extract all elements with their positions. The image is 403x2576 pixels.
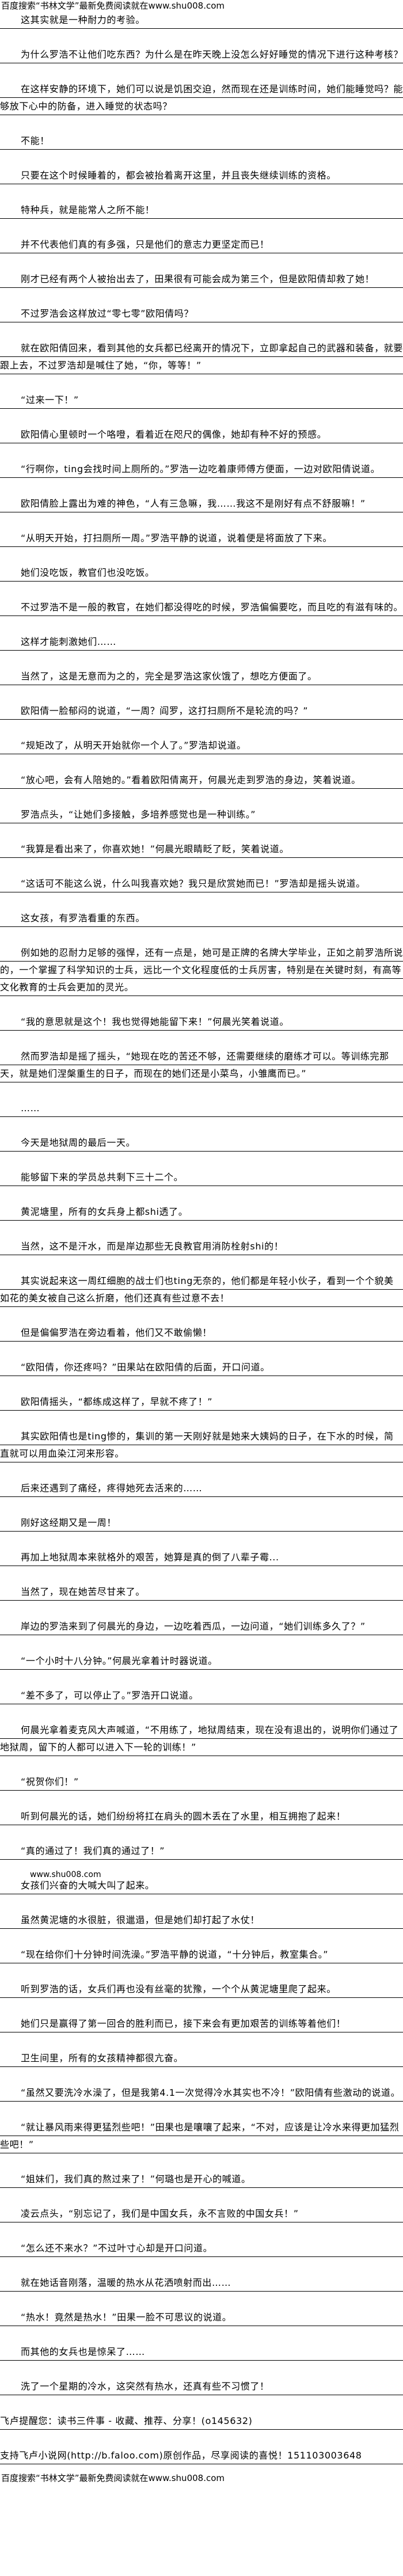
inline-watermark: www.shu008.com xyxy=(30,1870,101,1879)
paragraph: “真的通过了！我们真的通过了！” xyxy=(0,1842,403,1860)
paragraph: 欧阳倩摇头，“都练成这样了，早就不疼了！” xyxy=(0,1393,403,1411)
paragraph: 在这样安静的环境下，她们可以说是饥困交迫，然而现在还是训练时间，她们能睡觉吗？能… xyxy=(0,81,403,115)
paragraph: 当然，这不是汗水，而是岸边那些无良教官用消防栓射shi的！ xyxy=(0,1238,403,1255)
paragraph: 听到罗浩的话，女兵们再也没有丝毫的犹豫，一个个从黄泥塘里爬了起来。 xyxy=(0,1981,403,1998)
paragraph: “差不多了，可以停止了。”罗浩开口说道。 xyxy=(0,1687,403,1704)
paragraph: 而其他的女兵也是惊呆了…… xyxy=(0,2343,403,2361)
paragraph: “就让暴风雨来得更猛烈些吧！”田果也是嚷嚷了起来，“不对，应该是让冷水来得更加猛… xyxy=(0,2119,403,2153)
paragraph: 其实说起来这一周红细胞的战士们也ting无奈的，他们都是年轻小伙子，看到一个个貌… xyxy=(0,1272,403,1307)
paragraph: 然而罗浩却是摇了摇头，“她现在吃的苦还不够，还需要继续的磨练才可以。等训练完那天… xyxy=(0,1048,403,1082)
paragraph: 今天是地狱周的最后一天。 xyxy=(0,1134,403,1152)
paragraph: “一个小时十八分钟。”何晨光拿着计时器说道。 xyxy=(0,1652,403,1670)
paragraph: 欧阳倩脸上露出为难的神色，“人有三急嘛，我……我这不是刚好有点不舒服嘛！” xyxy=(0,495,403,512)
paragraph: 罗浩点头，“让她们多接触，多培养感觉也是一种训练。” xyxy=(0,806,403,823)
paragraph: “过来一下！” xyxy=(0,392,403,409)
paragraph: “祝贺你们！” xyxy=(0,1773,403,1791)
top-banner: 百度搜索“书林文学”最新免费阅读就在www.shu008.com xyxy=(1,1,225,11)
paragraph: 不能！ xyxy=(0,132,403,150)
chapter-footer: 飞卢提醒您：读书三件事 - 收藏、推荐、分享！(o145632) 支持飞卢小说网… xyxy=(0,2412,403,2464)
paragraph: 这样才能刺激她们…… xyxy=(0,633,403,651)
paragraph: 虽然黄泥塘的水很脏，很邋遢，但是她们却打起了水仗！ xyxy=(0,1912,403,1929)
footer-support-link[interactable]: 支持飞卢小说网(http://b.faloo.com)原创作品，尽享阅读的喜悦！… xyxy=(0,2447,403,2464)
paragraph: “从明天开始，打扫厕所一周。”罗浩平静的说道，说着便是将面放了下来。 xyxy=(0,530,403,547)
paragraph: 不过罗浩不是一般的教官，在她们都没得吃的时候，罗浩偏偏要吃，而且吃的有滋有味的。 xyxy=(0,599,403,616)
paragraph: 就在她话音刚落，温暖的热水从花洒喷射而出…… xyxy=(0,2274,403,2292)
paragraph: “姐妹们，我们真的熬过来了！”何璐也是开心的喊道。 xyxy=(0,2171,403,2188)
paragraph: 刚才已经有两个人被抬出去了，田果很有可能会成为第三个，但是欧阳倩却救了她！ xyxy=(0,271,403,288)
paragraph: 并不代表他们真的有多强，只是他们的意志力更坚定而已！ xyxy=(0,236,403,253)
paragraph: 凌云点头，“别忘记了，我们是中国女兵，永不言败的中国女兵！” xyxy=(0,2205,403,2222)
paragraph: 黄泥塘里，所有的女兵身上都shi透了。 xyxy=(0,1203,403,1221)
paragraph: 欧阳倩心里顿时一个咯噔，看着近在咫尺的偶像，她却有种不好的预感。 xyxy=(0,426,403,443)
paragraph: 但是偏偏罗浩在旁边看着，他们又不敢偷懒！ xyxy=(0,1324,403,1342)
paragraph: 为什么罗浩不让他们吃东西？为什么是在昨天晚上没怎么好好睡觉的情况下进行这种考核？ xyxy=(0,46,403,63)
paragraph: 欧阳倩一脸郁闷的说道，“一周？阎罗，这打扫厕所不是轮流的吗？” xyxy=(0,702,403,720)
paragraph: 她们没吃饭，教官们也没吃饭。 xyxy=(0,564,403,582)
paragraph: “行啊你，ting会找时间上厕所的。”罗浩一边吃着康师傅方便面，一边对欧阳倩说道… xyxy=(0,461,403,478)
paragraph: 就在欧阳倩回来，看到其他的女兵都已经离开的情况下，立即拿起自己的武器和装备，就要… xyxy=(0,340,403,374)
paragraph: “虽然又要洗冷水澡了，但是我第4.1一次觉得冷水其实也不冷！”欧阳倩有些激动的说… xyxy=(0,2084,403,2102)
paragraph: 听到何晨光的话，她们纷纷将扛在肩头的圆木丢在了水里，相互拥抱了起来！ xyxy=(0,1808,403,1825)
paragraph: 再加上地狱周本来就格外的艰苦，她算是真的倒了八辈子霉... xyxy=(0,1549,403,1566)
paragraph: “我算是看出来了，你喜欢她！”何晨光眼睛眨了眨，笑着说道。 xyxy=(0,841,403,858)
paragraph: “规矩改了，从明天开始就你一个人了。”罗浩却说道。 xyxy=(0,737,403,754)
paragraph: “怎么还不来水？”不过叶寸心却是开口问道。 xyxy=(0,2240,403,2257)
chapter-content: 这其实就是一种耐力的考验。为什么罗浩不让他们吃东西？为什么是在昨天晚上没怎么好好… xyxy=(0,12,403,2395)
paragraph: 这其实就是一种耐力的考验。 xyxy=(0,12,403,29)
paragraph: “热水！竟然是热水！”田果一脸不可思议的说道。 xyxy=(0,2309,403,2326)
paragraph: 岸边的罗浩来到了何晨光的身边，一边吃着西瓜，一边问道，“她们训练多久了？” xyxy=(0,1618,403,1635)
paragraph: 其实欧阳倩也是ting惨的，集训的第一天刚好就是她来大姨妈的日子，在下水的时候，… xyxy=(0,1428,403,1462)
paragraph: “我的意思就是这个！我也觉得她能留下来！”何晨光笑着说道。 xyxy=(0,1013,403,1031)
paragraph: 刚好这经期又是一周！ xyxy=(0,1514,403,1532)
bottom-banner: 百度搜索“书林文学”最新免费阅读就在www.shu008.com xyxy=(1,2473,225,2483)
paragraph: “放心吧，会有人陪她的。”看着欧阳倩离开，何晨光走到罗浩的身边，笑着说道。 xyxy=(0,772,403,789)
paragraph: 洗了一个星期的冷水，这突然有热水，还真有些不习惯了！ xyxy=(0,2378,403,2395)
paragraph: 当然了，这是无意而为之的，完全是罗浩这家伙饿了，想吃方便面了。 xyxy=(0,668,403,685)
paragraph: 何晨光拿着麦克风大声喊道，“不用练了，地狱周结束，现在没有退出的，说明你们通过了… xyxy=(0,1722,403,1756)
paragraph: 卫生间里，所有的女孩精神都很亢奋。 xyxy=(0,2050,403,2067)
paragraph: 这女孩，有罗浩看重的东西。 xyxy=(0,910,403,927)
paragraph: 只要在这个时候睡着的，都会被抬着离开这里，并且丧失继续训练的资格。 xyxy=(0,167,403,184)
paragraph: 后来还遇到了痛经，疼得她死去活来的…… xyxy=(0,1480,403,1497)
paragraph: 例如她的忍耐力足够的强悍，还有一点是，她可是正牌的名牌大学毕业，正如之前罗浩所说… xyxy=(0,944,403,996)
paragraph: 当然了，现在她苦尽甘来了。 xyxy=(0,1583,403,1601)
paragraph: 女孩们兴奋的大喊大叫了起来。www.shu008.com xyxy=(0,1870,403,1894)
paragraph: 能够留下来的学员总共剩下三十二个。 xyxy=(0,1169,403,1186)
paragraph: 不过罗浩会这样放过“零七零”欧阳倩吗？ xyxy=(0,305,403,322)
paragraph: 她们只是赢得了第一回合的胜利而已，接下来会有更加艰苦的训练等着他们！ xyxy=(0,2015,403,2032)
paragraph: …… xyxy=(0,1100,403,1117)
paragraph: “欧阳倩，你还疼吗？”田果站在欧阳倩的后面，开口问道。 xyxy=(0,1359,403,1376)
paragraph: “这话可不能这么说，什么叫我喜欢她？我只是欣赏她而已！”罗浩却是摇头说道。 xyxy=(0,875,403,892)
paragraph: 特种兵，就是能常人之所不能！ xyxy=(0,202,403,219)
footer-reminder: 飞卢提醒您：读书三件事 - 收藏、推荐、分享！(o145632) xyxy=(0,2412,403,2430)
paragraph: “现在给你们十分钟时间洗澡。”罗浩平静的说道，“十分钟后，教室集合。” xyxy=(0,1946,403,1963)
